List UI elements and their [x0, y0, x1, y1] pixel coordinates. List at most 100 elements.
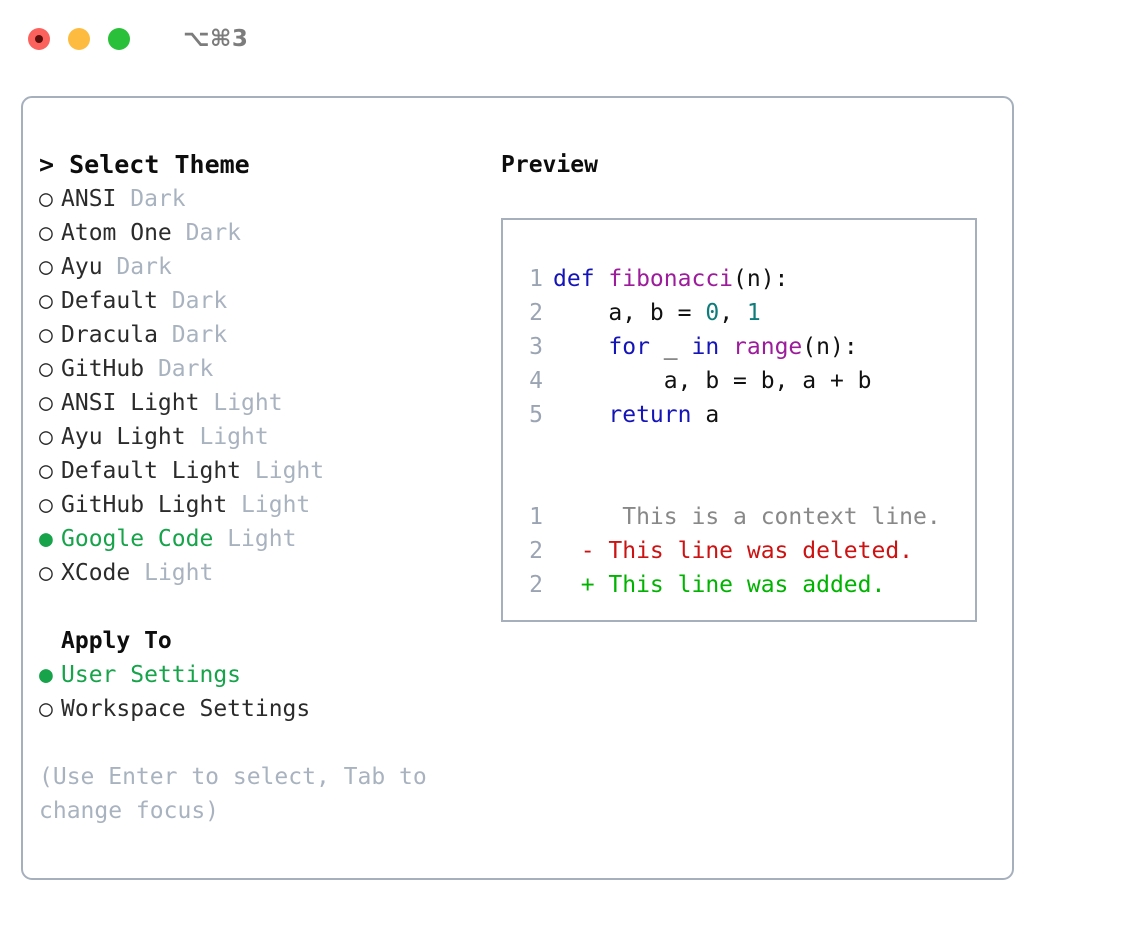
code-token: _ — [649, 334, 692, 360]
theme-list-item[interactable]: ○ ANSI Light Light — [39, 386, 499, 420]
theme-variant-label: Dark — [157, 356, 214, 382]
theme-name-label: Google Code — [61, 526, 214, 552]
theme-list-item[interactable]: ○ XCode Light — [39, 556, 499, 590]
code-token: fibonacci — [608, 266, 734, 292]
diff-line: 2 + This line was added. — [519, 568, 975, 602]
diff-text: + This line was added. — [553, 572, 886, 598]
apply-to-option[interactable]: ●User Settings — [39, 658, 499, 692]
theme-name-label: GitHub — [61, 356, 145, 382]
theme-variant-label: Light — [241, 492, 311, 518]
theme-variant-label: Light — [227, 526, 297, 552]
line-number: 2 — [529, 300, 543, 326]
close-button-icon[interactable] — [28, 28, 50, 50]
diff-line: 1 This is a context line. — [519, 500, 975, 534]
theme-name-label: ANSI Light — [61, 390, 200, 416]
apply-to-option-label: Workspace Settings — [61, 696, 311, 722]
radio-unselected-icon[interactable]: ○ — [39, 254, 53, 280]
code-line: 4 a, b = b, a + b — [519, 364, 975, 398]
radio-unselected-icon[interactable]: ○ — [39, 220, 53, 246]
code-token: 1 — [746, 300, 761, 326]
code-line: 3 for _ in range(n): — [519, 330, 975, 364]
radio-unselected-icon[interactable]: ○ — [39, 356, 53, 382]
diff-text: This is a context line. — [553, 504, 941, 530]
theme-name-label: Ayu Light — [61, 424, 186, 450]
radio-unselected-icon[interactable]: ○ — [39, 186, 53, 212]
maximize-button-icon[interactable] — [108, 28, 130, 50]
theme-list-item[interactable]: ○ Ayu Dark — [39, 250, 499, 284]
line-number: 1 — [529, 504, 543, 530]
spacer — [519, 466, 975, 500]
radio-selected-icon[interactable]: ● — [39, 662, 53, 688]
preview-heading: Preview — [501, 152, 598, 178]
code-token: (n): — [733, 266, 789, 292]
theme-name-label: Dracula — [61, 322, 158, 348]
theme-variant-label: Light — [144, 560, 214, 586]
radio-unselected-icon[interactable]: ○ — [39, 424, 53, 450]
select-theme-heading: > Select Theme — [39, 150, 250, 179]
line-number: 3 — [529, 334, 543, 360]
diff-line: 2 - This line was deleted. — [519, 534, 975, 568]
window-titlebar: ⌥⌘3 — [0, 0, 1140, 78]
theme-name-label: Atom One — [61, 220, 172, 246]
traffic-light-group — [28, 28, 130, 50]
theme-variant-label: Dark — [171, 288, 228, 314]
code-token: range — [733, 334, 803, 360]
theme-list-item[interactable]: ○ Default Dark — [39, 284, 499, 318]
theme-list[interactable]: ○ ANSI Dark ○ Atom One Dark ○ Ayu Dark ○ Defaul… — [39, 182, 499, 590]
radio-selected-icon[interactable]: ● — [39, 526, 53, 552]
line-number: 4 — [529, 368, 543, 394]
code-token — [553, 334, 608, 360]
radio-unselected-icon[interactable]: ○ — [39, 696, 53, 722]
radio-unselected-icon[interactable]: ○ — [39, 288, 53, 314]
keyboard-shortcut-label: ⌥⌘3 — [183, 26, 249, 52]
code-line: 2 a, b = 0, 1 — [519, 296, 975, 330]
code-token: in — [691, 334, 720, 360]
theme-variant-label: Dark — [130, 186, 186, 212]
keyboard-hint-text: (Use Enter to select, Tab to change focu… — [39, 764, 441, 824]
code-token: , — [719, 300, 747, 326]
code-token: return — [608, 402, 692, 428]
theme-list-item[interactable]: ● Google Code Light — [39, 522, 499, 556]
code-token — [719, 334, 733, 360]
code-token: (n): — [802, 334, 858, 360]
theme-list-item[interactable]: ○ GitHub Dark — [39, 352, 499, 386]
theme-list-item[interactable]: ○Dracula Dark — [39, 318, 499, 352]
radio-unselected-icon[interactable]: ○ — [39, 560, 53, 586]
theme-name-label: Default Light — [61, 458, 242, 484]
theme-list-item[interactable]: ○ ANSI Dark — [39, 182, 499, 216]
main-panel: > Select Theme ○ANSI Dark○Atom One Dark○… — [21, 96, 1014, 880]
theme-name-label: ANSI — [61, 186, 117, 212]
theme-list-item[interactable]: ○GitHub Light Light — [39, 488, 499, 522]
theme-variant-label: Light — [199, 424, 269, 450]
minimize-button-icon[interactable] — [68, 28, 90, 50]
theme-list-item[interactable]: ○Atom One Dark — [39, 216, 499, 250]
theme-name-label: Ayu — [61, 254, 103, 280]
code-token — [553, 402, 608, 428]
theme-list-item[interactable]: ○ Ayu Light Light — [39, 420, 499, 454]
radio-unselected-icon[interactable]: ○ — [39, 390, 53, 416]
theme-name-label: Default — [61, 288, 158, 314]
radio-unselected-icon[interactable]: ○ — [39, 322, 53, 348]
theme-variant-label: Dark — [116, 254, 172, 280]
theme-variant-label: Light — [213, 390, 283, 416]
apply-to-heading: Apply To — [61, 628, 172, 654]
theme-list-item[interactable]: ○ Default Light Light — [39, 454, 499, 488]
theme-selector-column: > Select Theme ○ANSI Dark○Atom One Dark○… — [39, 148, 499, 828]
spacer — [519, 432, 975, 466]
apply-to-list[interactable]: ●User Settings ○ Workspace Settings — [39, 658, 499, 726]
line-number: 5 — [529, 402, 543, 428]
code-token: for — [608, 334, 650, 360]
line-number: 2 — [529, 572, 543, 598]
radio-unselected-icon[interactable]: ○ — [39, 492, 53, 518]
code-line: 5 return a — [519, 398, 975, 432]
theme-variant-label: Light — [254, 458, 325, 484]
apply-to-option[interactable]: ○ Workspace Settings — [39, 692, 499, 726]
radio-unselected-icon[interactable]: ○ — [39, 458, 53, 484]
diff-text: - This line was deleted. — [553, 538, 914, 564]
theme-name-label: XCode — [61, 560, 131, 586]
